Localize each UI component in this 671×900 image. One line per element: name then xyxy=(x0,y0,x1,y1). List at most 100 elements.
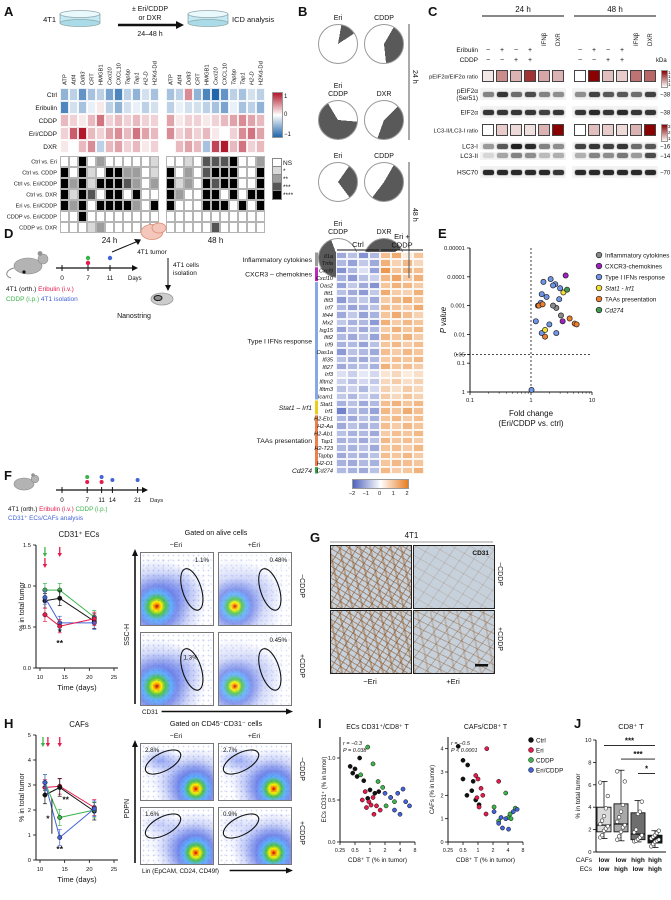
heatmap-cell xyxy=(256,140,265,153)
ratio-scale xyxy=(661,70,668,88)
ratio-cell xyxy=(644,70,656,82)
d-heatmap-cell xyxy=(336,392,347,400)
blot-band xyxy=(496,153,508,158)
d-heatmap-cell xyxy=(413,444,424,452)
heatmap-cell xyxy=(132,114,141,127)
heatmap-cell xyxy=(229,88,238,101)
heatmap-cell xyxy=(150,127,159,140)
d-heatmap-cell xyxy=(369,437,380,445)
d-heatmap-cell xyxy=(402,459,413,467)
sig-cell xyxy=(87,178,96,189)
blot-band xyxy=(644,109,656,115)
blot-band xyxy=(602,109,614,115)
sig-cell xyxy=(132,189,141,200)
heatmap-cell xyxy=(220,114,229,127)
d-heatmap-cell xyxy=(391,348,402,356)
sig-cell xyxy=(166,189,175,200)
d-heatmap-cell xyxy=(402,392,413,400)
sig-cell xyxy=(96,222,105,233)
d-heatmap-cell xyxy=(336,385,347,393)
density-speckle2 xyxy=(141,553,213,625)
heatmap-cell xyxy=(96,114,105,127)
sig-cell xyxy=(256,222,265,233)
sig-cell xyxy=(141,200,150,211)
heatmap-cell xyxy=(229,114,238,127)
d-heatmap-cell xyxy=(391,296,402,304)
blot-strip xyxy=(480,106,566,118)
d-heatmap-cell xyxy=(413,266,424,275)
d-heatmap-cell xyxy=(347,311,358,319)
d-heatmap-cell xyxy=(402,444,413,452)
d-heatmap-cell xyxy=(391,429,402,437)
d-heatmap-cell xyxy=(336,266,347,275)
d-heatmap-cell xyxy=(391,326,402,334)
sig-cell xyxy=(141,211,150,222)
d-heatmap-cell xyxy=(413,355,424,363)
sig-cell xyxy=(220,156,229,167)
sig-cell xyxy=(184,178,193,189)
d-heatmap-cell xyxy=(413,377,424,386)
heatmap-cell xyxy=(123,101,132,114)
flow-plot xyxy=(140,743,214,801)
d-heatmap-cell xyxy=(347,274,358,282)
d-heatmap-cell xyxy=(336,451,347,460)
sig-cell xyxy=(175,178,184,189)
sig-cell xyxy=(114,222,123,233)
d-heatmap-cell xyxy=(391,303,402,312)
heatmap-cell xyxy=(87,127,96,140)
d-heatmap-cell xyxy=(347,400,358,408)
d-heatmap-cell xyxy=(369,466,380,474)
heatmap-cell xyxy=(256,101,265,114)
sig-cell xyxy=(105,211,114,222)
sig-cell xyxy=(166,200,175,211)
sig-cell xyxy=(247,178,256,189)
sig-cell xyxy=(175,167,184,178)
d-heatmap-cell xyxy=(336,355,347,363)
heatmap-cell xyxy=(78,101,87,114)
sig-cell xyxy=(87,211,96,222)
sig-cell xyxy=(60,211,69,222)
blot-band xyxy=(538,143,550,149)
caption-part: CDDP (i.p.) xyxy=(75,506,108,513)
d-heatmap-cell xyxy=(413,385,424,393)
heatmap-cell xyxy=(202,114,211,127)
d-heatmap-cell xyxy=(369,444,380,452)
heatmap-cell xyxy=(60,127,69,140)
heatmap-cell xyxy=(96,140,105,153)
pie-chart xyxy=(364,24,404,64)
d-heatmap-cell xyxy=(358,459,369,467)
blot-band xyxy=(538,91,550,97)
heatmap-cell xyxy=(166,127,175,140)
panel-label-f: F xyxy=(4,468,12,483)
heatmap-cell xyxy=(132,140,141,153)
d-heatmap-cell xyxy=(413,407,424,415)
sig-cell xyxy=(78,211,87,222)
sig-cell xyxy=(141,222,150,233)
d-heatmap-cell xyxy=(402,326,413,334)
sig-cell xyxy=(229,156,238,167)
blot-band xyxy=(510,143,522,149)
sig-cell xyxy=(220,200,229,211)
sig-cell xyxy=(211,189,220,200)
blot-strip xyxy=(572,166,658,178)
d-heatmap-cell xyxy=(347,363,358,371)
d-heatmap-cell xyxy=(358,274,369,282)
heatmap-cell xyxy=(60,140,69,153)
heatmap-cell xyxy=(114,140,123,153)
panel-label-h: H xyxy=(4,716,14,731)
d-heatmap-cell xyxy=(336,259,347,267)
ratio-cell xyxy=(602,70,614,82)
sig-cell xyxy=(96,211,105,222)
sig-cell xyxy=(132,200,141,211)
caption-part: 4T1 isolation xyxy=(40,296,78,303)
flow-row-label: +CDDP xyxy=(298,654,305,678)
pie-chart xyxy=(318,162,358,202)
sig-cell xyxy=(175,211,184,222)
d-heatmap-cell xyxy=(380,392,391,400)
d-heatmap-cell xyxy=(347,289,358,297)
d-heatmap-cell xyxy=(391,451,402,460)
heatmap-cell xyxy=(166,88,175,101)
d-heatmap-cell xyxy=(391,407,402,415)
sig-cell xyxy=(211,156,220,167)
d-heatmap-cell xyxy=(336,326,347,334)
